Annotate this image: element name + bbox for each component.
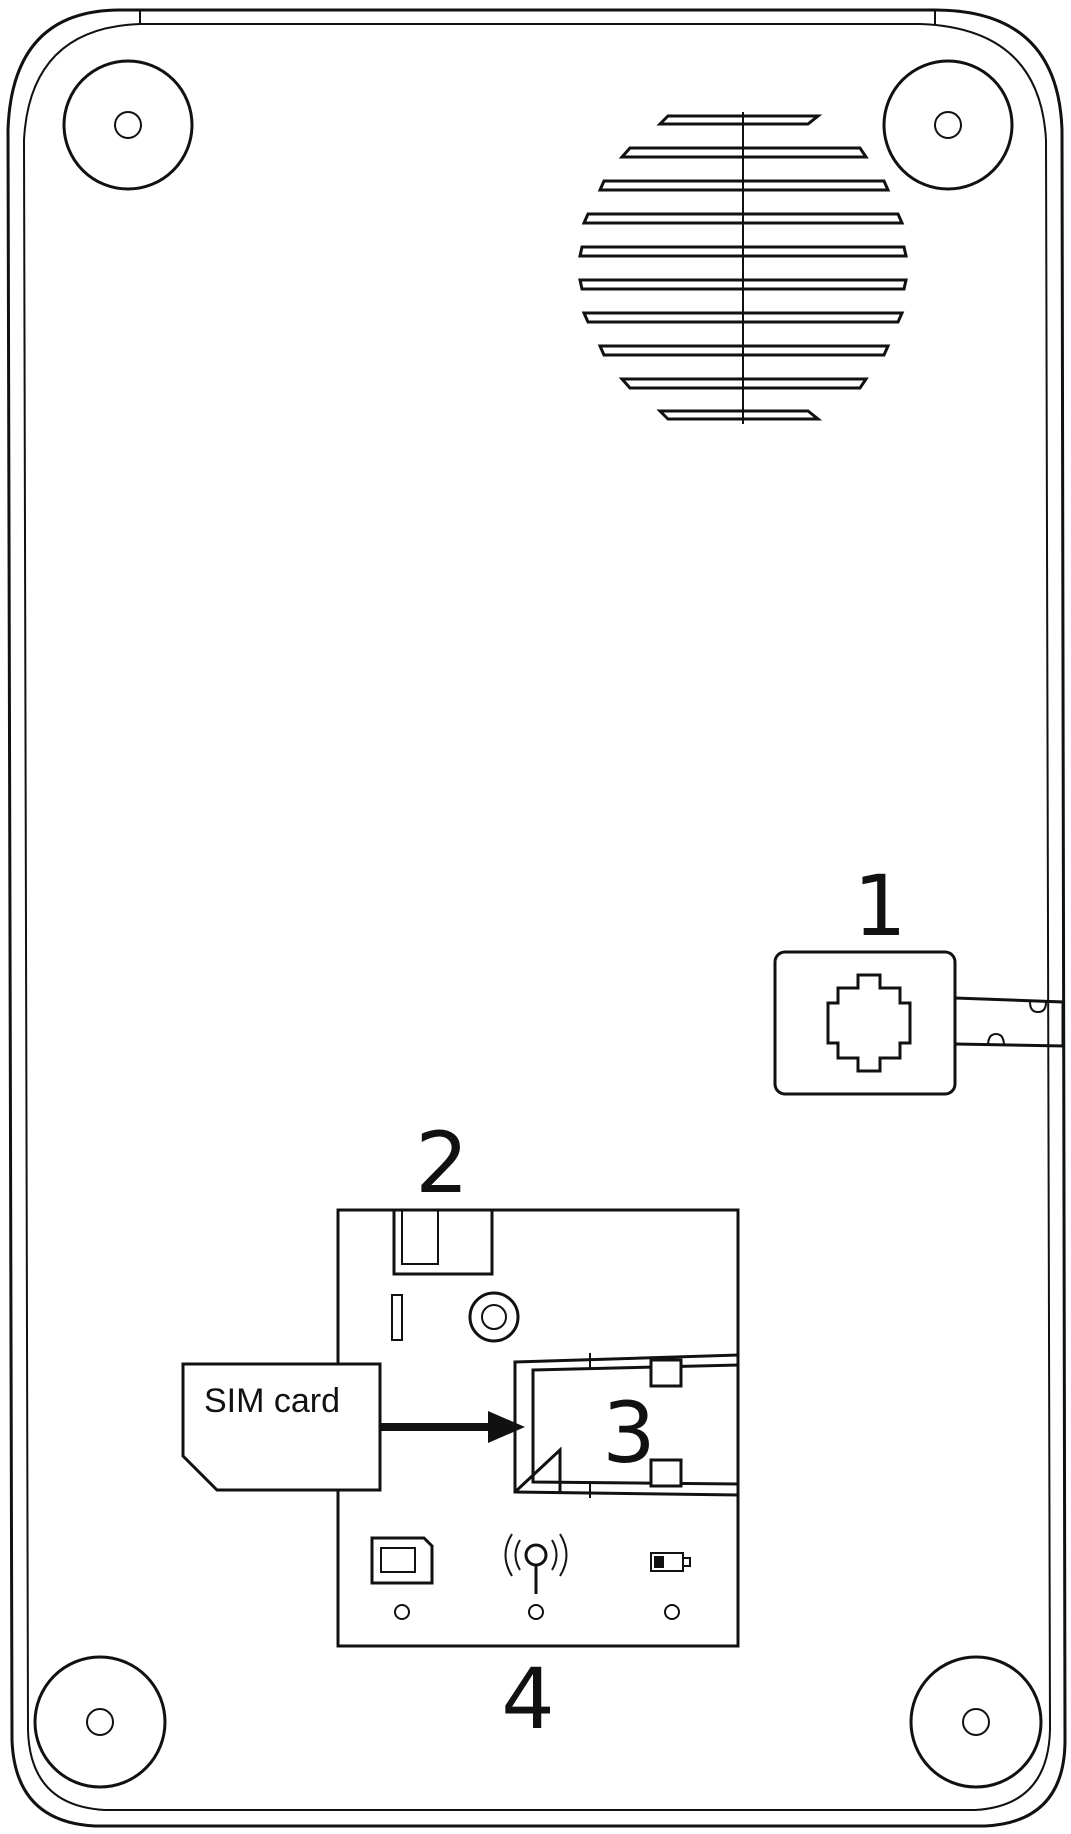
power-switch [391,1294,403,1341]
sim-card-slot [513,1353,740,1498]
battery-led [664,1604,680,1620]
reset-button [468,1291,520,1343]
device-housing [6,8,1067,1828]
sim-card-label: SIM card [204,1382,340,1420]
sim-led [394,1604,410,1620]
battery-status-icon [650,1552,691,1572]
sim-card [181,1362,382,1492]
speaker-grille [578,112,908,424]
signal-led [528,1604,544,1620]
callout-3: 3 [602,1384,655,1482]
foot-top-right [882,59,1014,191]
signal-status-icon [504,1533,568,1594]
foot-bottom-left [33,1655,167,1789]
sim-status-icon [370,1536,434,1585]
status-leds [394,1604,680,1620]
callout-1: 1 [853,857,906,955]
foot-top-left [62,59,194,191]
callout-2: 2 [415,1114,468,1212]
phone-line-port [773,950,1065,1096]
callout-4: 4 [501,1650,554,1748]
insert-arrow [380,1411,525,1443]
foot-bottom-right [909,1655,1043,1789]
